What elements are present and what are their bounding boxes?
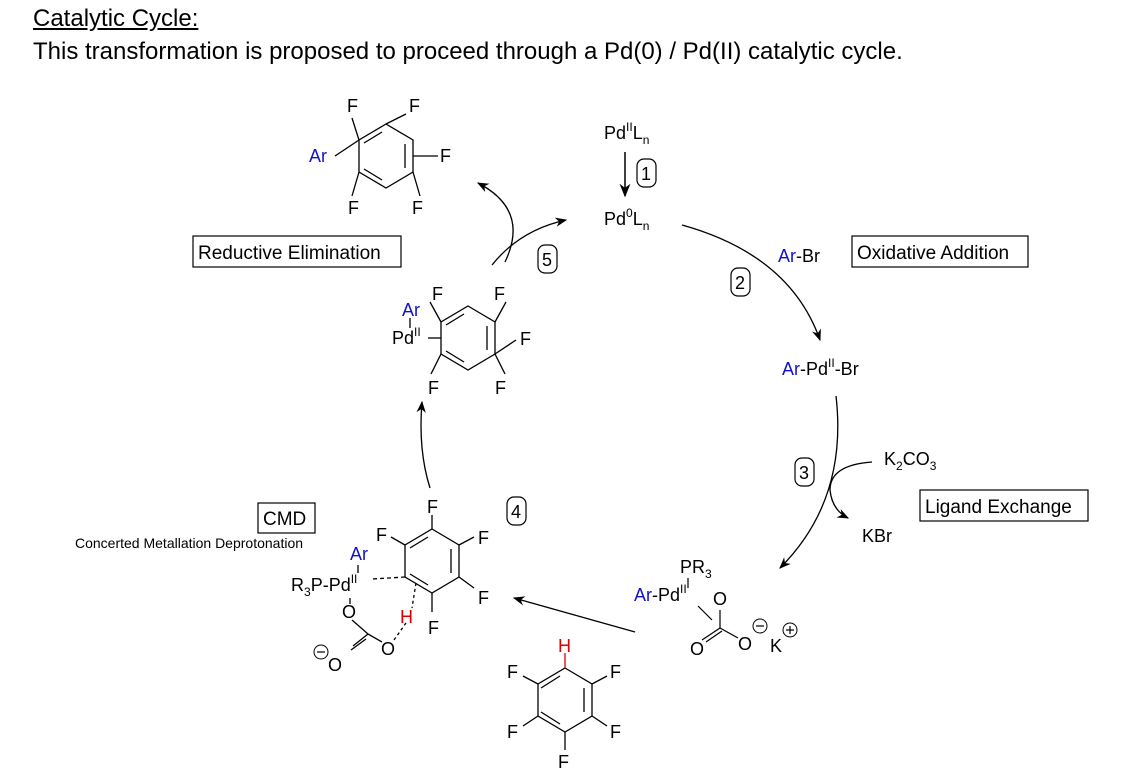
ar-br-reagent: Ar-Br — [778, 246, 820, 266]
arrow-k2co3-in — [829, 461, 873, 519]
svg-text:F: F — [428, 378, 439, 398]
ar-pd-br-complex: Ar-PdII-Br — [782, 356, 859, 379]
svg-text:Ar: Ar — [350, 544, 368, 564]
arrow-cmd-up — [416, 400, 431, 489]
arrow-ligand-exchange — [779, 395, 839, 569]
svg-text:PR3: PR3 — [680, 557, 712, 581]
svg-text:Oxidative Addition: Oxidative Addition — [857, 243, 1009, 264]
svg-text:F: F — [440, 146, 451, 166]
svg-text:F: F — [347, 96, 358, 116]
svg-text:K: K — [770, 636, 782, 656]
svg-text:Ar: Ar — [309, 146, 327, 166]
svg-text:Ar-PdII: Ar-PdII — [634, 582, 687, 605]
svg-text:F: F — [409, 96, 420, 116]
svg-text:O: O — [738, 634, 752, 654]
arrow-to-cmd — [512, 596, 636, 633]
f-label: F — [558, 752, 569, 772]
svg-text:F: F — [520, 329, 531, 349]
step-2-badge: 2 — [730, 267, 751, 297]
pd-carbonate-complex: PR3 Ar-PdII O O O K — [634, 557, 798, 659]
step-3-badge: 3 — [794, 457, 815, 487]
svg-text:F: F — [412, 198, 423, 218]
page-title: Catalytic Cycle: — [33, 5, 199, 32]
step-1-badge: 1 — [636, 158, 657, 188]
svg-text:Ligand Exchange: Ligand Exchange — [925, 497, 1072, 518]
product-ar-c6f5: F F F F F Ar — [309, 96, 451, 218]
svg-text:3: 3 — [799, 463, 809, 483]
cmd-box: CMD — [257, 502, 316, 534]
svg-text:O: O — [690, 639, 704, 659]
arrow-oxidative-addition — [681, 224, 821, 342]
svg-text:F: F — [428, 618, 439, 638]
svg-text:O: O — [342, 602, 356, 622]
svg-text:F: F — [494, 284, 505, 304]
svg-text:Ar: Ar — [402, 300, 420, 320]
svg-text:F: F — [432, 284, 443, 304]
page-subtitle: This transformation is proposed to proce… — [33, 38, 903, 65]
svg-text:F: F — [427, 497, 438, 517]
f-label: F — [610, 722, 621, 742]
svg-text:R3P-PdII: R3P-PdII — [291, 572, 357, 599]
arrow-release-product — [476, 182, 514, 263]
cmd-transition-state: F F F F F Ar R3P-PdII H O O O — [291, 497, 489, 675]
kbr-byproduct: KBr — [862, 526, 892, 546]
svg-text:K2CO3: K2CO3 — [884, 449, 937, 473]
svg-text:F: F — [478, 588, 489, 608]
h-label: H — [558, 636, 571, 656]
svg-text:F: F — [348, 198, 359, 218]
svg-text:CMD: CMD — [263, 509, 306, 530]
ligand-exchange-box: Ligand Exchange — [919, 489, 1089, 522]
reductive-elimination-box: Reductive Elimination — [192, 235, 402, 268]
svg-text:1: 1 — [641, 164, 651, 184]
ar-pd-c6f5-complex: F F F F F Ar PdII — [392, 284, 531, 398]
svg-text:5: 5 — [542, 250, 552, 270]
cmd-description: Concerted Metallation Deprotonation — [75, 535, 303, 551]
step-4-badge: 4 — [506, 496, 527, 526]
pentafluorobenzene — [522, 653, 608, 750]
pd-0-ln: Pd0Ln — [604, 206, 649, 233]
svg-text:O: O — [328, 655, 342, 675]
svg-text:F: F — [495, 378, 506, 398]
k2co3-reagent: K2CO3 — [884, 449, 937, 473]
arrow-to-pd0 — [491, 217, 568, 266]
pd-ii-ln: PdIILn — [604, 120, 649, 147]
f-label: F — [610, 662, 621, 682]
svg-text:F: F — [376, 525, 387, 545]
svg-text:H: H — [400, 607, 413, 627]
svg-text:Ar-Br: Ar-Br — [778, 246, 820, 266]
svg-text:O: O — [713, 589, 727, 609]
svg-text:Reductive Elimination: Reductive Elimination — [198, 243, 381, 264]
oxidative-addition-box: Oxidative Addition — [851, 235, 1029, 268]
svg-text:O: O — [381, 639, 395, 659]
svg-text:PdIILn: PdIILn — [604, 120, 649, 147]
svg-text:Ar-PdII-Br: Ar-PdII-Br — [782, 356, 859, 379]
f-label: F — [507, 722, 518, 742]
step-5-badge: 5 — [537, 244, 558, 274]
svg-text:PdII: PdII — [392, 325, 421, 348]
svg-text:2: 2 — [735, 273, 745, 293]
svg-text:F: F — [478, 528, 489, 548]
f-label: F — [507, 662, 518, 682]
svg-text:Pd0Ln: Pd0Ln — [604, 206, 649, 233]
svg-text:4: 4 — [511, 502, 521, 522]
